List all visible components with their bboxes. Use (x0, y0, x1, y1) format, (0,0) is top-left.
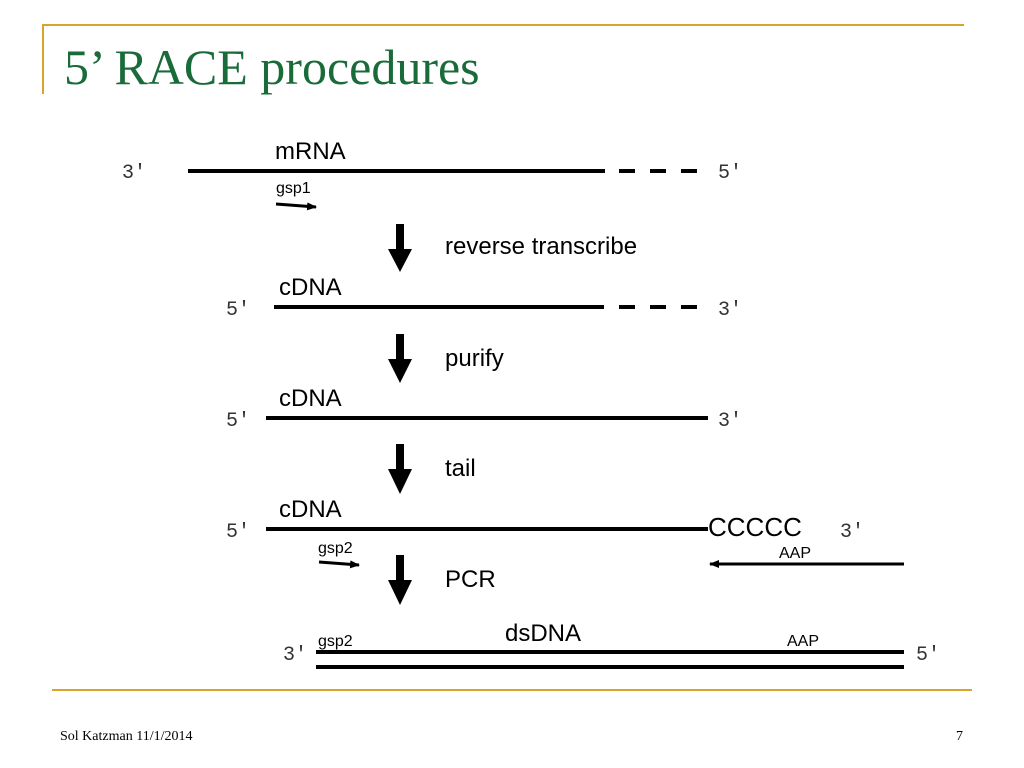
cdna1-left-end: 5′ (226, 299, 250, 322)
dsdna-left-end: 3′ (283, 644, 307, 667)
cdna2-left-end: 5′ (226, 410, 250, 433)
step-label-pcr: PCR (445, 566, 496, 593)
cdna1-right-end: 3′ (718, 299, 742, 322)
aap-label-1: AAP (779, 545, 811, 562)
gsp1-primer-arrow (275, 202, 317, 211)
step-label-purify: purify (445, 345, 504, 372)
aap-label-2: AAP (787, 633, 819, 650)
gsp2-label-2: gsp2 (318, 633, 353, 650)
bottom-accent-line (52, 689, 972, 691)
gsp2-primer-arrow (318, 560, 360, 569)
slide-title: 5’ RACE procedures (64, 39, 480, 95)
step-arrow-2 (388, 334, 412, 383)
step-arrow-4 (388, 555, 412, 605)
cdna3-label: cDNA (279, 496, 342, 523)
cdna3-left-end: 5′ (226, 521, 250, 544)
cdna3-right-end: 3′ (840, 521, 864, 544)
top-accent-line (42, 24, 964, 26)
dsdna-label: dsDNA (505, 620, 581, 647)
left-accent-line (42, 24, 44, 94)
mrna-right-end: 5′ (718, 162, 742, 185)
footer-author-date: Sol Katzman 11/1/2014 (60, 729, 193, 744)
step-arrow-1 (388, 224, 412, 272)
gsp2-label-1: gsp2 (318, 540, 353, 557)
mrna-left-end: 3′ (122, 162, 146, 185)
gsp1-label: gsp1 (276, 180, 311, 197)
cdna1-label: cDNA (279, 274, 342, 301)
cdna2-right-end: 3′ (718, 410, 742, 433)
poly-c-tail: CCCCC (708, 512, 802, 542)
mrna-label: mRNA (275, 138, 346, 165)
step-label-reverse-transcribe: reverse transcribe (445, 233, 637, 260)
dsdna-right-end: 5′ (916, 644, 940, 667)
step-label-tail: tail (445, 455, 476, 482)
step-arrow-3 (388, 444, 412, 494)
cdna2-label: cDNA (279, 385, 342, 412)
page-number: 7 (956, 729, 963, 744)
